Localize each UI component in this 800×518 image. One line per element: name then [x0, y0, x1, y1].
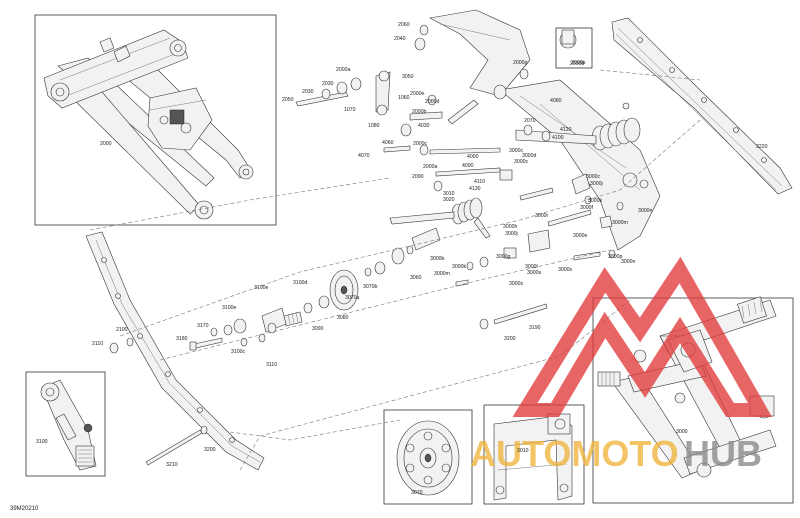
part-callout-3070b: 3070b [363, 284, 378, 290]
part-callout-4000: 4000 [467, 154, 479, 160]
part-callout-3060: 3060 [410, 275, 422, 281]
part-callout-2000e: 2000e [410, 91, 425, 97]
part-callout-2030: 2030 [322, 81, 334, 87]
spring-4000 [515, 102, 641, 151]
inset-link-3100 [25, 371, 106, 477]
part-callout-2000b: 2000b [412, 109, 427, 115]
part-callout-3180: 3180 [176, 336, 188, 342]
link-parts-top [295, 24, 551, 192]
part-callout-3000n: 3000n [621, 259, 636, 265]
part-callout-3000x: 3000x [509, 281, 524, 287]
part-callout-3070: 3070 [411, 490, 423, 496]
part-callout-4080: 4080 [550, 98, 562, 104]
part-callout-3070a: 3070a [345, 295, 360, 301]
part-callout-3170: 3170 [197, 323, 209, 329]
part-callout-3000h: 3000h [503, 224, 518, 230]
part-callout-2110: 2110 [92, 341, 103, 347]
part-callout-3210: 3210 [166, 462, 178, 468]
part-callout-3000j: 3000j [590, 181, 603, 187]
part-callout-2040: 2040 [394, 36, 406, 42]
part-callout-2090: 2090 [412, 174, 424, 180]
part-callout-3100e: 3100e [222, 305, 237, 311]
watermark-logo: AUTOMOTO HUB [470, 256, 773, 474]
torsion-spring-3020 [389, 197, 491, 239]
part-callout-3000k: 3000k [588, 198, 603, 204]
part-callout-3000c: 3000c [586, 174, 601, 180]
part-callout-3100: 3100 [36, 439, 48, 445]
part-callout-2000: 2000 [100, 141, 112, 147]
part-callout-3190: 3190 [529, 325, 541, 331]
part-callout-3200: 3200 [504, 336, 516, 342]
part-callout-3090: 3090 [312, 326, 324, 332]
rail-left [85, 231, 265, 471]
part-callout-3000c: 3000c [509, 148, 524, 154]
watermark-word-b: HUB [684, 433, 762, 474]
figure-code: 39M20210 [10, 506, 39, 512]
part-callout-2070: 2070 [524, 118, 536, 124]
part-callout-3000m: 3000m [612, 220, 628, 226]
watermark-word-a: AUTOMOTO [470, 433, 679, 474]
part-callout-2000c: 2000c [413, 141, 428, 147]
part-callout-3000g: 3000g [496, 254, 511, 260]
part-callout-3200: 3200 [204, 447, 216, 453]
part-callout-4130: 4130 [469, 186, 481, 192]
part-callout-3100c: 3100c [231, 349, 246, 355]
part-callout-3100e: 3100e [254, 285, 269, 291]
part-callout-3000e: 3000e [573, 233, 588, 239]
inset-wheel-3070 [383, 409, 473, 505]
part-callout-1070: 1070 [344, 107, 356, 113]
part-callout-3000: 3000 [676, 429, 688, 435]
part-callout-2000b: 2000b [570, 61, 585, 67]
part-callout-4120: 4120 [560, 127, 572, 133]
part-callout-3000l: 3000l [525, 264, 538, 270]
part-callout-3000s: 3000s [558, 267, 573, 273]
part-callout-3000f: 3000f [580, 205, 594, 211]
part-callout-4030: 4030 [418, 123, 430, 129]
part-callout-3020: 3020 [443, 197, 455, 203]
part-callout-2000b: 2000b [571, 60, 586, 66]
part-callout-3050: 3050 [402, 74, 414, 80]
part-callout-4070: 4070 [358, 153, 370, 159]
part-callout-3100d: 3100d [293, 280, 308, 286]
part-callout-2000a: 2000a [423, 164, 438, 170]
callout-labels: 2060 2040 3050 2000a 2030 2050 2030 1070 1060 108… [36, 22, 768, 496]
part-callout-1060: 1060 [398, 95, 410, 101]
part-callout-3000k: 3000k [452, 264, 467, 270]
part-callout-3000b: 3000b [430, 256, 445, 262]
part-callout-3000u: 3000u [527, 270, 542, 276]
part-callout-4100: 4100 [552, 135, 564, 141]
assembly-guides [89, 69, 701, 471]
part-callout-3080: 3080 [337, 315, 349, 321]
part-callout-3010: 3010 [443, 191, 455, 197]
part-callout-4090: 4090 [462, 163, 474, 169]
part-callout-3000j: 3000j [505, 231, 518, 237]
center-parts [109, 173, 624, 466]
part-callout-2060: 2060 [398, 22, 410, 28]
part-callout-2000d: 2000d [425, 99, 440, 105]
part-callout-4110: 4110 [474, 179, 485, 185]
part-callout-3000p: 3000p [608, 254, 623, 260]
part-callout-3000c: 3000c [514, 159, 529, 165]
inset-swing-arm-2000 [34, 14, 277, 226]
part-callout-3000r: 3000r [535, 213, 549, 219]
part-callout-3000m: 3000m [434, 271, 450, 277]
part-callout-2000a: 2000a [336, 67, 351, 73]
part-callout-1080: 1080 [368, 123, 380, 129]
part-callout-3000n: 3000n [638, 208, 653, 214]
part-callout-2100: 2100 [116, 327, 128, 333]
part-callout-3220: 3220 [756, 144, 768, 150]
part-callout-2000g: 2000g [513, 60, 528, 66]
part-callout-3110: 3110 [266, 362, 277, 368]
part-callout-4060: 4060 [382, 140, 394, 146]
part-callout-3000d: 3000d [522, 153, 537, 159]
part-callout-3010: 3010 [517, 448, 529, 454]
part-callout-2030: 2030 [302, 89, 314, 95]
rail-right [611, 17, 793, 195]
part-callout-2050: 2050 [282, 97, 294, 103]
